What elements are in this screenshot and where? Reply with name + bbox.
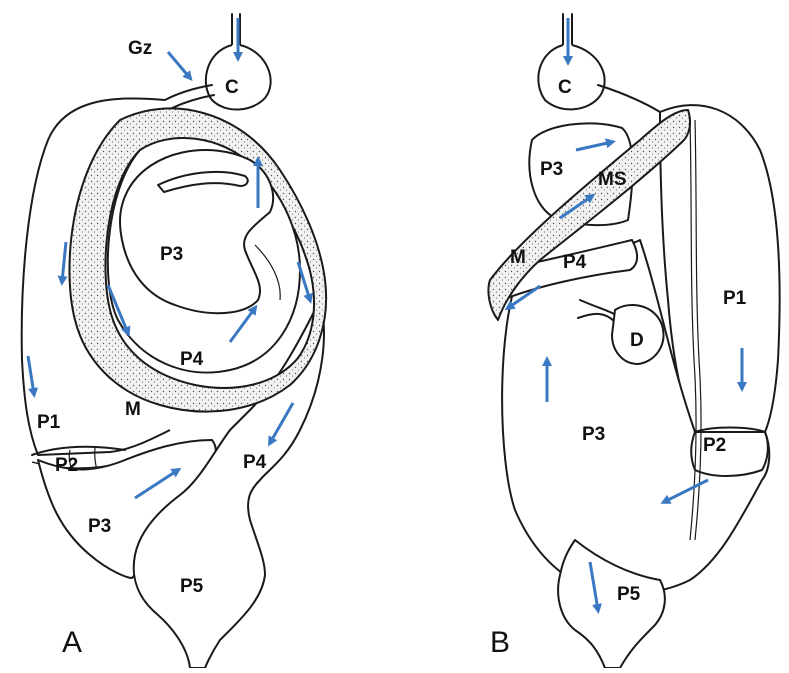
- arrow-a-gz: [168, 52, 190, 78]
- label-a-c: C: [225, 77, 239, 98]
- label-a-p4-lower: P4: [243, 452, 267, 473]
- label-b-p2: P2: [703, 435, 726, 456]
- label-b-c: C: [558, 77, 572, 98]
- label-b-p3-main: P3: [582, 424, 605, 445]
- panel-label-a: A: [62, 626, 82, 659]
- label-a-p5: P5: [180, 576, 204, 597]
- label-a-p3-lower: P3: [88, 516, 111, 537]
- label-a-p3-inner: P3: [160, 244, 183, 265]
- panel-label-b: B: [490, 626, 510, 659]
- label-a-p2: P2: [55, 455, 78, 476]
- label-a-gz: Gz: [128, 38, 152, 59]
- label-b-p4: P4: [563, 252, 587, 273]
- panel-a: Gz C P3 P4 M P1 P2 P3 P4 P5 A: [22, 14, 326, 668]
- label-b-ms: MS: [598, 169, 627, 190]
- label-b-d: D: [630, 330, 644, 351]
- panel-b: C P3 MS M P4 P1 D P3 P2 P5 B: [488, 14, 779, 668]
- label-a-p4-inner: P4: [180, 349, 204, 370]
- label-b-p5: P5: [617, 584, 641, 605]
- label-b-p3-upper: P3: [540, 159, 563, 180]
- connector-b: [598, 85, 660, 112]
- label-a-p1: P1: [37, 412, 61, 433]
- label-b-m: M: [510, 247, 526, 268]
- label-a-m: M: [125, 399, 141, 420]
- label-b-p1: P1: [723, 288, 747, 309]
